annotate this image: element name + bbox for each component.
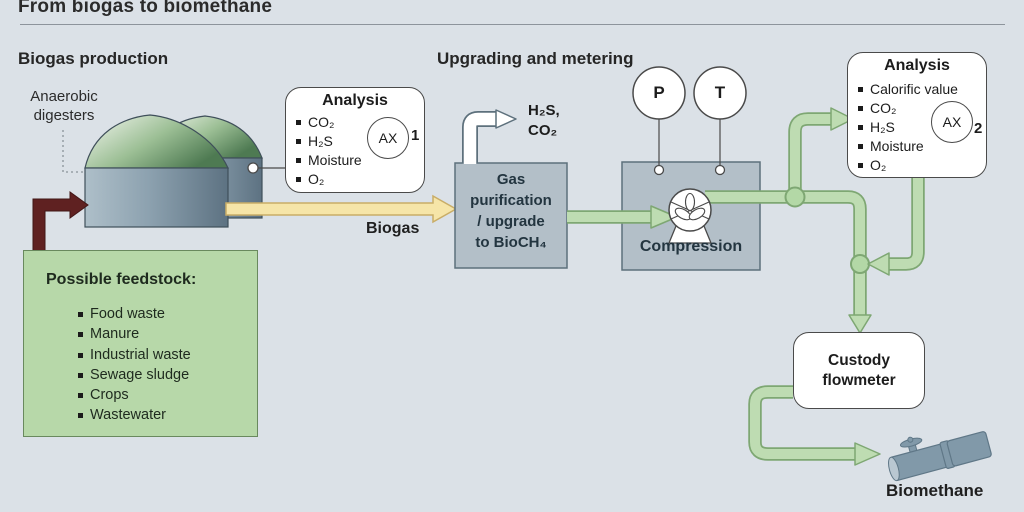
bullet-icon (78, 352, 83, 358)
analysis1-title: Analysis (322, 92, 388, 109)
analyzer-tag-circle: AX (931, 101, 973, 143)
bullet-icon (296, 177, 301, 182)
biomethane-label: Biomethane (886, 481, 984, 500)
pipe-junction-2 (850, 254, 870, 274)
analysis-item: H₂S (858, 118, 958, 137)
bullet-icon (858, 163, 863, 168)
bullet-icon (78, 413, 83, 419)
analysis1-list: CO₂ H₂S Moisture O₂ (296, 113, 362, 189)
analysis-item: CO₂ (858, 99, 958, 118)
pipe-arrowheads (650, 107, 890, 466)
feedstock-box: Possible feedstock: Food waste Manure In… (23, 250, 258, 437)
feedstock-title: Possible feedstock: (46, 271, 197, 288)
bullet-icon (78, 332, 83, 338)
biogas-flow-label: Biogas (366, 220, 420, 237)
gas-purification-label: Gas purification / upgrade to BioCH₄ (470, 171, 552, 251)
bullet-icon (858, 87, 863, 92)
bullet-icon (858, 125, 863, 130)
section-heading-upgrading-metering: Upgrading and metering (437, 49, 634, 68)
bullet-icon (296, 139, 301, 144)
pressure-instrument-label: P (653, 83, 665, 102)
analysis-item: Moisture (858, 137, 958, 156)
page-title: From biogas to biomethane (18, 0, 273, 17)
analysis1-tap-icon (247, 162, 259, 174)
analyzer-tag-circle: AX (367, 117, 409, 159)
analyzer-index: 2 (974, 120, 983, 137)
bullet-icon (296, 120, 301, 125)
feedstock-item: Sewage sludge (78, 365, 191, 385)
analysis-box-2: Analysis Calorific value CO₂ H₂S Moistur… (847, 52, 987, 178)
digester-tanks-icon (84, 114, 263, 228)
feedstock-item: Manure (78, 324, 191, 344)
biogas-arrow (225, 194, 458, 224)
analysis2-title: Analysis (884, 57, 950, 74)
section-heading-biogas-production: Biogas production (18, 49, 169, 68)
feedstock-list: Food waste Manure Industrial waste Sewag… (78, 304, 191, 426)
offgas-arrow (462, 109, 517, 164)
bullet-icon (78, 393, 83, 399)
compressor-icon (668, 188, 712, 244)
biomethane-piping (567, 112, 925, 461)
title-divider (20, 24, 1005, 25)
bullet-icon (78, 312, 83, 317)
analysis-item: Calorific value (858, 80, 958, 99)
analysis-item: CO₂ (296, 113, 362, 132)
analysis-item: Moisture (296, 151, 362, 170)
feedstock-item: Food waste (78, 304, 191, 324)
analysis2-list: Calorific value CO₂ H₂S Moisture O₂ (858, 80, 958, 175)
analyzer-index: 1 (411, 127, 420, 144)
bullet-icon (78, 372, 83, 378)
custody-flowmeter-box: Custody flowmeter (793, 332, 925, 409)
pressure-temperature-instruments-icon (632, 66, 747, 176)
bullet-icon (858, 144, 863, 149)
feedstock-item: Crops (78, 385, 191, 405)
feedstock-item: Wastewater (78, 405, 191, 425)
gas-purification-box (454, 162, 568, 269)
offgas-label: H₂S, CO₂ (528, 102, 560, 139)
analysis-box-1: Analysis CO₂ H₂S Moisture O₂ AX 1 (285, 87, 425, 193)
anaerobic-digesters-label: Anaerobic digesters (30, 88, 98, 124)
analysis-item: O₂ (296, 170, 362, 189)
feedstock-item: Industrial waste (78, 345, 191, 365)
label-connector-dotted-line (62, 130, 84, 173)
biomethane-pipeline-icon (888, 431, 992, 482)
bullet-icon (296, 158, 301, 163)
compression-label: Compression (639, 238, 743, 255)
analysis-item: H₂S (296, 132, 362, 151)
bullet-icon (858, 106, 863, 111)
feedstock-arrow (32, 191, 89, 253)
analysis-item: O₂ (858, 156, 958, 175)
temperature-instrument-label: T (714, 83, 726, 102)
pipe-junction-1 (784, 186, 806, 208)
